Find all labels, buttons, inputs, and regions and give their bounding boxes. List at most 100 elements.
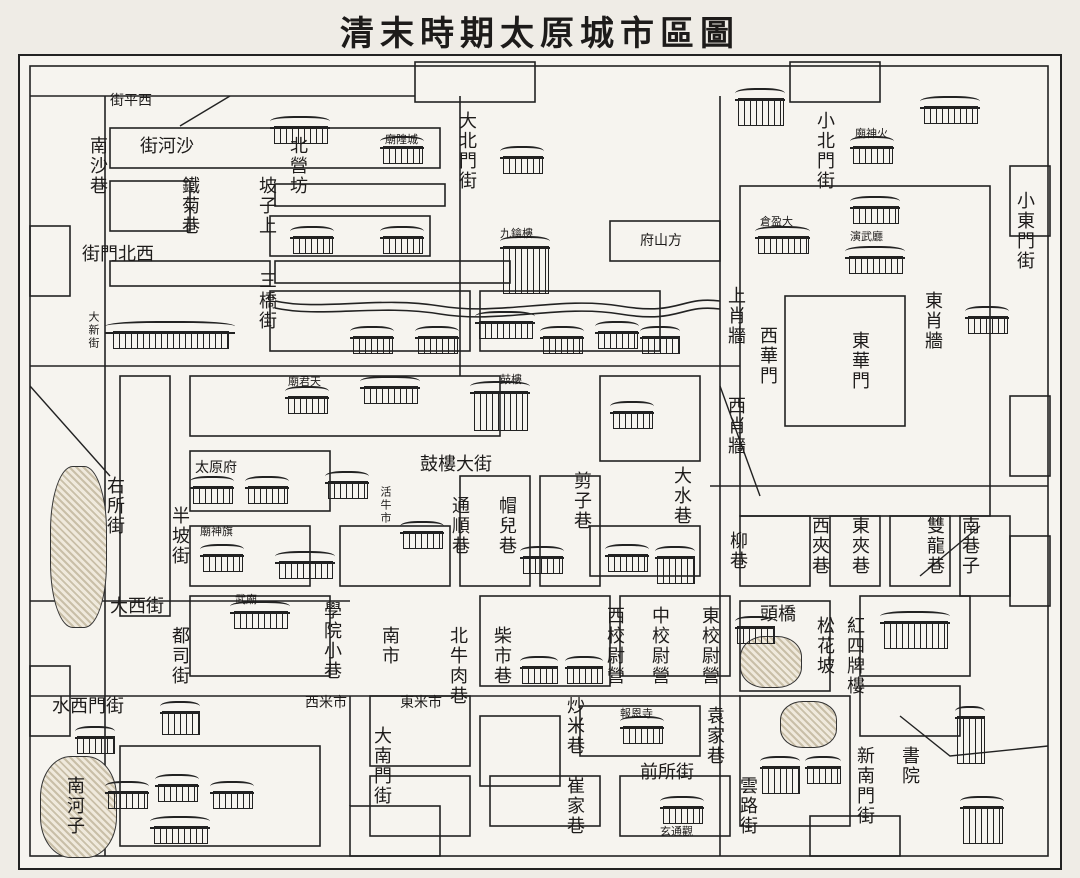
site-label: 倉盈大: [760, 215, 793, 228]
street-label: 西肖牆: [725, 396, 746, 456]
city-map: 街平西 街河沙 南沙巷 大北門街 北營坊 坡子上 鐵菊巷 三橋街 街門北西 大新…: [18, 54, 1062, 870]
street-label: 雙龍巷: [924, 516, 945, 576]
street-label: 活牛市: [379, 486, 392, 525]
street-label: 鼓樓大街: [420, 454, 492, 475]
site-label: 報恩寺: [620, 707, 653, 720]
building-shuyuan: [760, 756, 800, 796]
street-label: 南沙巷: [87, 136, 108, 196]
street-label: 東米市: [400, 695, 442, 711]
site-label: 太原府: [195, 460, 237, 476]
street-label: 街門北西: [82, 244, 154, 265]
building-temple: [500, 146, 544, 174]
street-label: 前所街: [640, 762, 694, 783]
building-temple: [965, 306, 1009, 334]
site-label: 武廟: [235, 593, 257, 606]
street-label: 炒米巷: [564, 696, 585, 756]
building-pagoda: [160, 701, 200, 737]
building-pagoda: [960, 796, 1004, 846]
building-temple: [105, 781, 149, 809]
street-label: 小北門街: [814, 111, 835, 191]
building-temple: [640, 326, 680, 354]
building-temple: [850, 136, 894, 164]
site-label: 九鑰樓: [500, 227, 533, 240]
building-temple: [415, 326, 459, 354]
street-label: 南巷子: [959, 516, 980, 576]
building-xueyuan: [275, 551, 335, 579]
street-label: 大水巷: [671, 466, 692, 526]
building-yanwuting: [845, 246, 905, 280]
building-temple: [190, 476, 234, 504]
building-temple: [610, 401, 654, 429]
street-label: 半坡街: [169, 506, 190, 566]
street-label: 大西街: [110, 596, 164, 617]
street-label: 西華門: [757, 326, 778, 386]
site-label: 廟神火: [855, 127, 888, 140]
building-temple: [920, 96, 980, 124]
street-label: 街平西: [110, 93, 152, 109]
building-temple: [245, 476, 289, 504]
street-label: 西米市: [305, 695, 347, 711]
building-temple: [520, 546, 564, 574]
street-label: 東肖牆: [922, 291, 943, 351]
building-gate: [735, 88, 785, 128]
building-row: [105, 321, 235, 349]
street-label: 東校尉營: [699, 606, 720, 686]
building-temple: [850, 196, 900, 224]
street-label: 大北門街: [456, 111, 477, 191]
street-label: 北牛肉巷: [447, 626, 468, 706]
street-label: 剪子巷: [571, 471, 592, 531]
building-jiuyelou: [500, 236, 550, 296]
building-temple: [200, 544, 244, 572]
site-label: 廟神旗: [200, 525, 233, 538]
building-gongyuan: [475, 311, 535, 347]
site-label: 書院: [899, 746, 920, 786]
building-temple: [380, 136, 424, 164]
street-label: 帽兒巷: [496, 496, 517, 556]
street-label: 新南門街: [854, 746, 875, 826]
street-label: 鐵菊巷: [179, 176, 200, 236]
street-label: 右所街: [104, 476, 125, 536]
building-wumiao: [230, 601, 290, 629]
building-temple: [270, 116, 330, 144]
street-label: 西夾巷: [809, 516, 830, 576]
building-gulou: [470, 381, 530, 433]
building-baoensi: [880, 611, 950, 651]
building-temple: [540, 326, 584, 354]
site-label: 廟隍城: [385, 133, 418, 146]
building-temple: [660, 796, 704, 824]
street-label: 頭橋: [760, 604, 796, 625]
street-label: 大新街: [87, 311, 100, 350]
street-label: 上肖牆: [725, 286, 746, 346]
building-temple: [520, 656, 558, 684]
street-label: 崔家巷: [564, 776, 585, 836]
building-temple: [350, 326, 394, 354]
pond-gongyuan: [780, 701, 837, 748]
street-label: 學院小巷: [321, 601, 342, 681]
site-label: 鼓樓: [500, 373, 522, 386]
street-label: 南市: [379, 626, 400, 666]
building-temple: [805, 756, 841, 784]
street-label: 水西門街: [52, 696, 124, 717]
site-label: 府山方: [640, 233, 682, 249]
street-label: 柳巷: [727, 531, 748, 571]
river-left: [50, 466, 107, 628]
street-label: 東夾巷: [849, 516, 870, 576]
street-label: 柴市巷: [491, 626, 512, 686]
street-label: 松花坡: [814, 616, 835, 676]
site-label: 玄通觀: [660, 825, 693, 838]
building-temple: [595, 321, 639, 349]
street-label: 都司街: [169, 626, 190, 686]
site-label: 演武廳: [850, 230, 883, 243]
street-label: 坡子上: [256, 176, 277, 236]
building-dacang: [755, 226, 810, 254]
street-label: 北營坊: [287, 136, 308, 196]
building-temple: [150, 816, 210, 844]
street-label: 三橋街: [256, 271, 277, 331]
street-label: 雲路街: [737, 776, 758, 836]
building-temple: [155, 774, 199, 802]
building-tower: [655, 546, 695, 586]
building-temple: [620, 716, 664, 744]
street-label: 南河子: [64, 776, 85, 836]
building-temple: [380, 226, 424, 254]
street-label: 小東門街: [1014, 191, 1035, 271]
